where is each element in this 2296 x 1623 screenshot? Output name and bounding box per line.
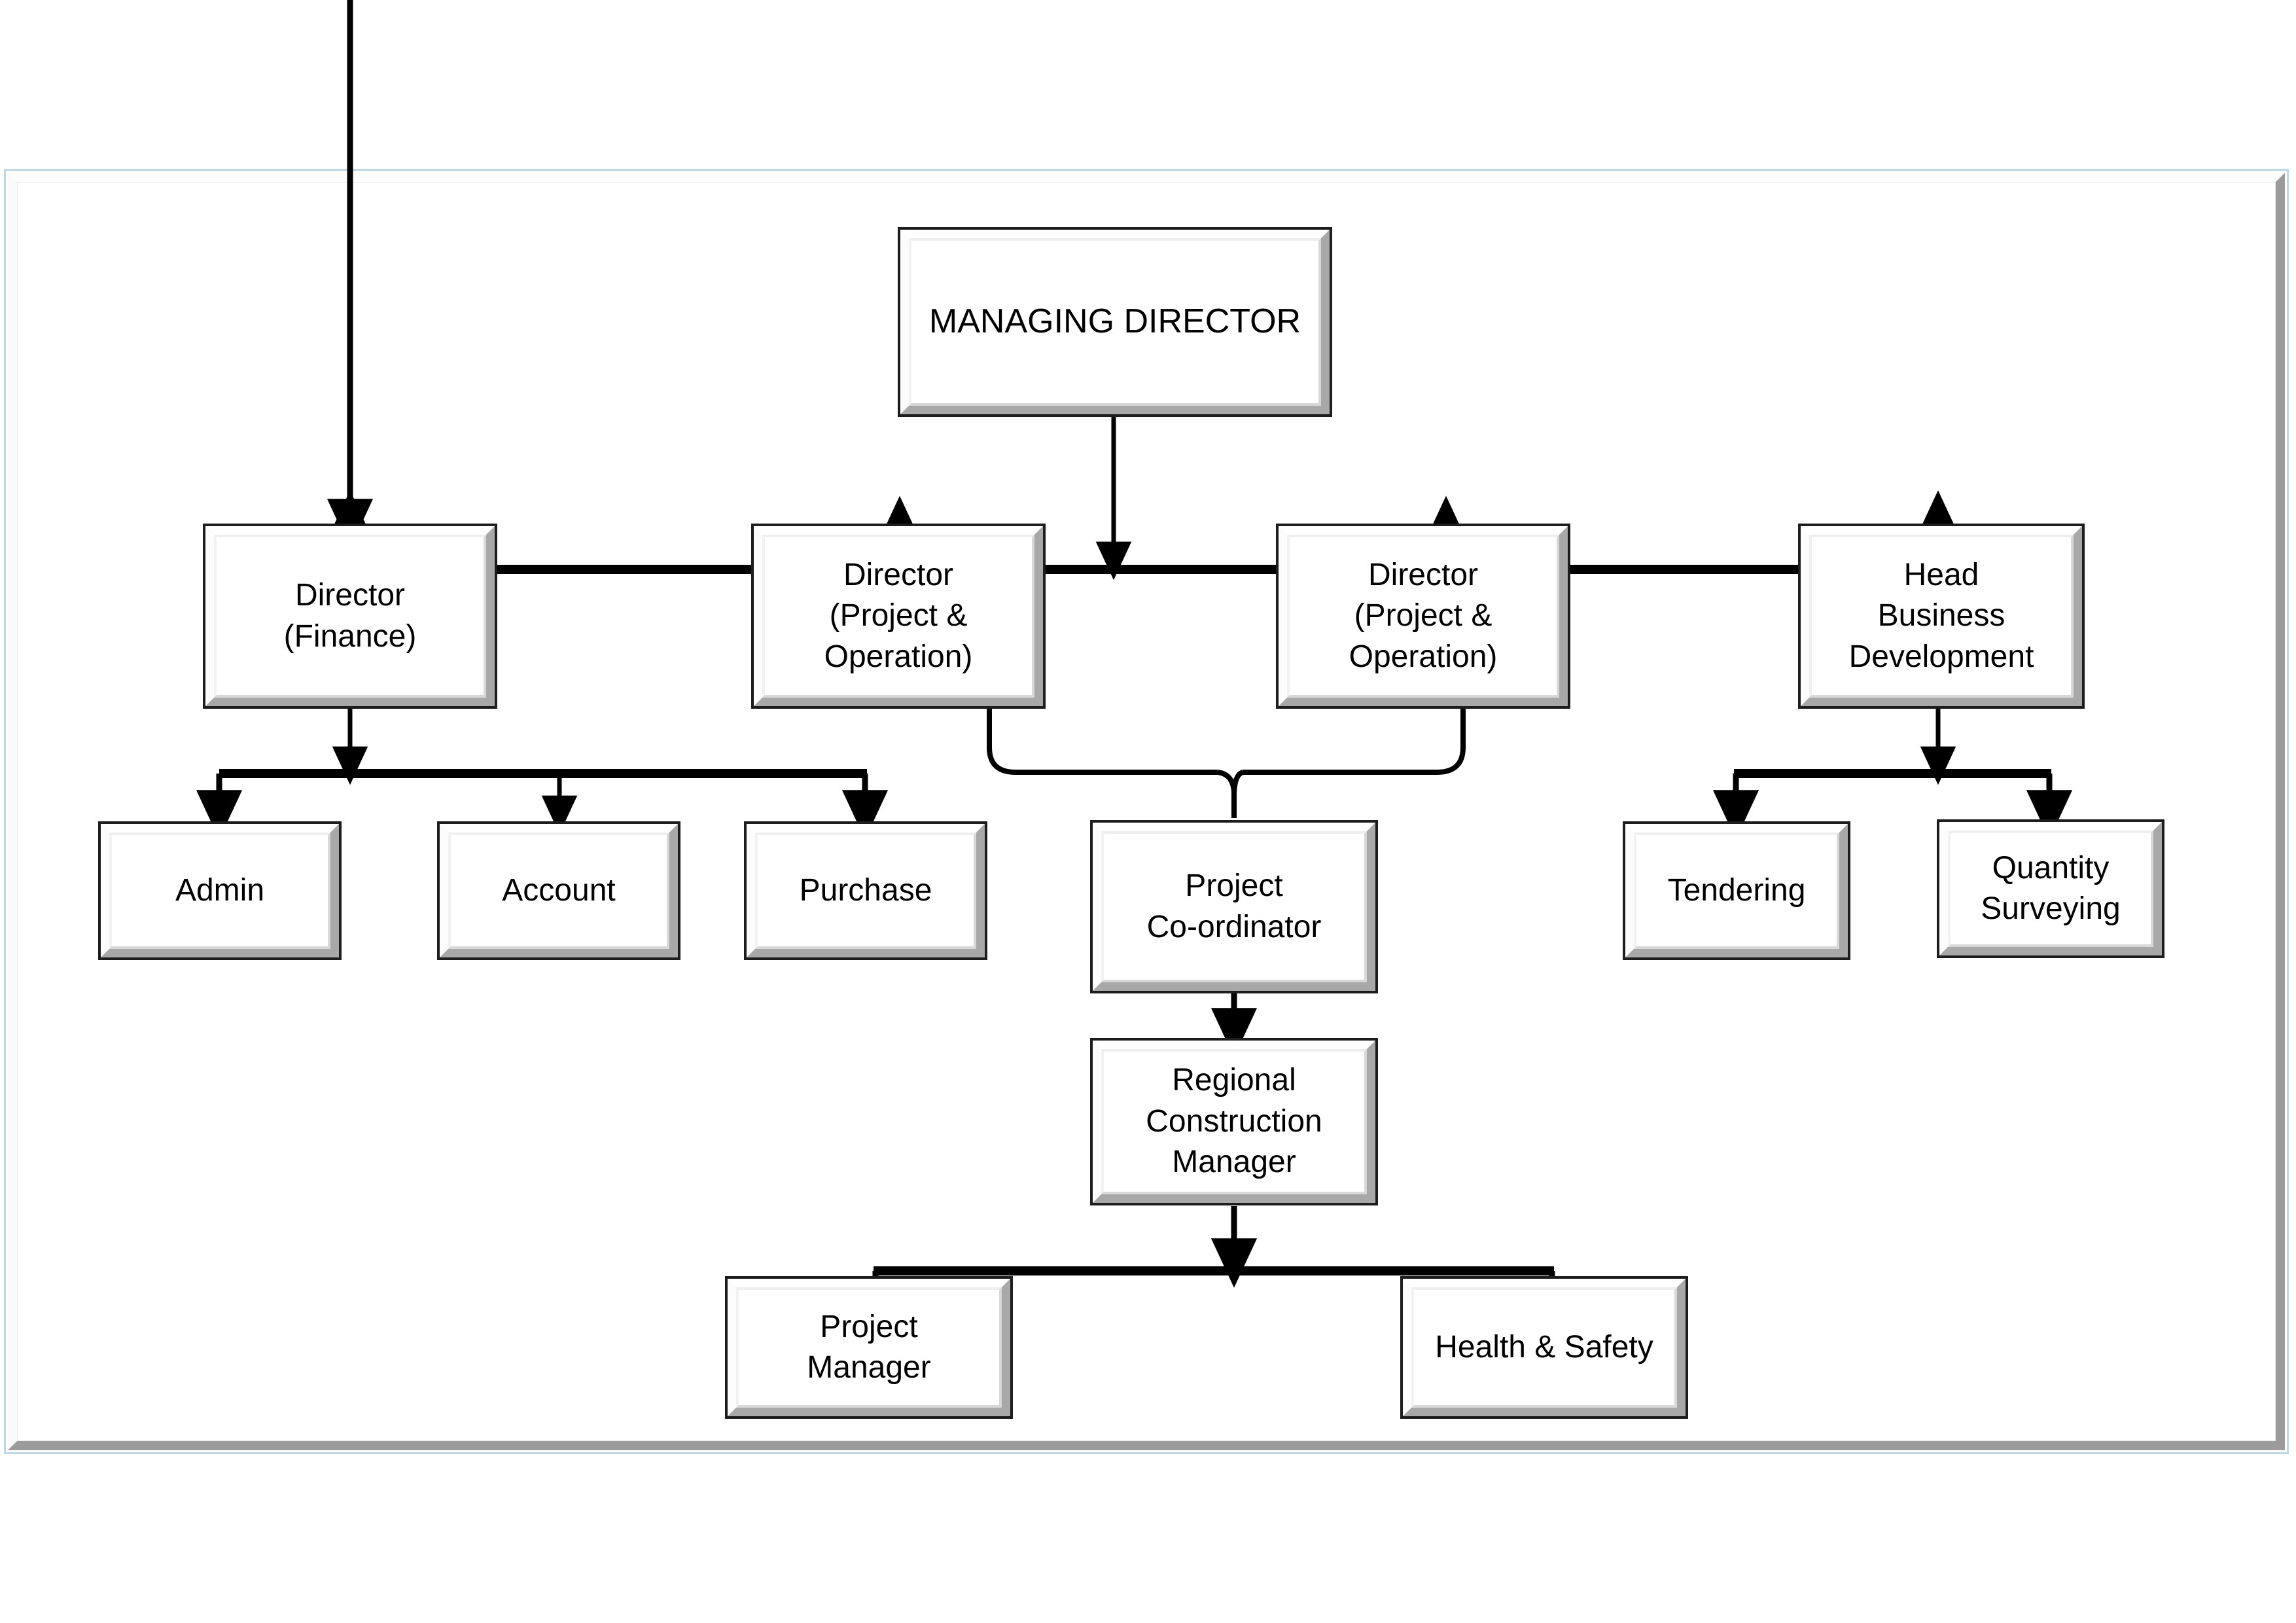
node-admin[interactable]: Admin bbox=[98, 821, 342, 960]
node-label-director-finance: Director (Finance) bbox=[283, 578, 417, 654]
node-label-project-manager: Project Manager bbox=[807, 1309, 931, 1385]
node-label-managing-director: MANAGING DIRECTOR bbox=[928, 302, 1301, 341]
node-purchase[interactable]: Purchase bbox=[744, 821, 987, 960]
node-managing-director[interactable]: MANAGING DIRECTOR bbox=[898, 227, 1332, 417]
node-label-account: Account bbox=[502, 872, 616, 908]
node-director-finance[interactable]: Director (Finance) bbox=[203, 524, 497, 709]
node-project-manager[interactable]: Project Manager bbox=[725, 1276, 1013, 1419]
edge-dpo1-merge bbox=[987, 709, 1217, 775]
node-quantity-surveying[interactable]: Quantity Surveying bbox=[1937, 819, 2164, 958]
edge-merge-to-pco bbox=[1216, 770, 1237, 818]
node-label-quantity-surveying: Quantity Surveying bbox=[1981, 850, 2121, 926]
node-label-health-and-safety: Health & Safety bbox=[1435, 1329, 1653, 1364]
node-regional-construction-manager[interactable]: Regional Construction Manager bbox=[1090, 1038, 1378, 1205]
node-label-project-coordinator: Project Co-ordinator bbox=[1146, 868, 1322, 944]
node-director-project-operation-2[interactable]: Director (Project & Operation) bbox=[1276, 524, 1570, 709]
node-label-director-project-operation-2: Director (Project & Operation) bbox=[1349, 557, 1498, 674]
node-health-and-safety[interactable]: Health & Safety bbox=[1400, 1276, 1688, 1419]
node-label-admin: Admin bbox=[175, 872, 265, 908]
edge-dpo2-merge bbox=[1243, 709, 1466, 775]
node-head-business-development[interactable]: Head Business Development bbox=[1798, 524, 2085, 709]
node-label-purchase: Purchase bbox=[799, 872, 932, 908]
node-account[interactable]: Account bbox=[437, 821, 680, 960]
node-label-head-business-development: Head Business Development bbox=[1848, 557, 2034, 674]
node-tendering[interactable]: Tendering bbox=[1623, 821, 1850, 960]
node-label-director-project-operation-1: Director (Project & Operation) bbox=[824, 557, 973, 674]
node-label-tendering: Tendering bbox=[1667, 872, 1806, 908]
node-label-regional-construction-manager: Regional Construction Manager bbox=[1146, 1063, 1322, 1180]
node-project-coordinator[interactable]: Project Co-ordinator bbox=[1090, 820, 1378, 993]
edge-merge-to-pco-right bbox=[1231, 770, 1245, 793]
node-director-project-operation-1[interactable]: Director (Project & Operation) bbox=[751, 524, 1046, 709]
